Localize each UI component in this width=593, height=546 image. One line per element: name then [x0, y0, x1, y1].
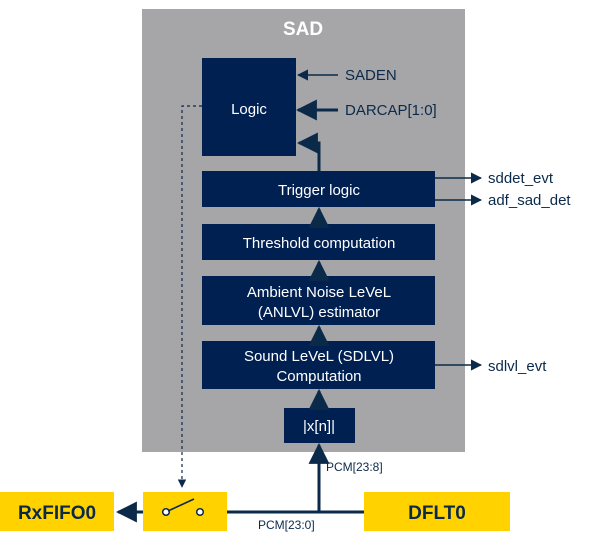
adf-sad-det-label: adf_sad_det: [488, 192, 571, 209]
sddet-evt-label: sddet_evt: [488, 170, 554, 187]
threshold-label: Threshold computation: [243, 235, 396, 252]
trigger-to-logic-arrow: [296, 132, 321, 171]
abs-block: [284, 408, 355, 443]
threshold-block: [202, 224, 435, 260]
pcm-23-8-label: PCM[23:8]: [326, 460, 383, 474]
sdlvl-label-2: Computation: [276, 368, 361, 385]
logic-label: Logic: [231, 101, 267, 118]
pcm-23-0-label: PCM[23:0]: [258, 518, 315, 532]
sdlvl-label-1: Sound LeVeL (SDLVL): [244, 348, 394, 365]
sdlvl-evt-label: sdlvl_evt: [488, 358, 547, 375]
trigger-logic-block: [202, 171, 435, 207]
switch-icon: [143, 492, 227, 531]
darcap-label: DARCAP[1:0]: [345, 102, 437, 119]
rxfifo-label: RxFIFO0: [18, 503, 96, 524]
dflt-label: DFLT0: [408, 503, 466, 524]
dflt-block: [364, 492, 510, 531]
anlvl-label-2: (ANLVL) estimator: [258, 304, 380, 321]
logic-block: [202, 58, 296, 156]
trigger-logic-label: Trigger logic: [278, 182, 360, 199]
sad-title: SAD: [283, 19, 323, 40]
abs-label: |x[n]|: [303, 418, 335, 435]
rxfifo-block: [0, 492, 114, 531]
sdlvl-block: [202, 341, 435, 389]
anlvl-block: [202, 276, 435, 325]
anlvl-label-1: Ambient Noise LeVeL: [247, 284, 391, 301]
logic-to-switch-dashed: [177, 105, 202, 488]
saden-label: SADEN: [345, 67, 397, 84]
